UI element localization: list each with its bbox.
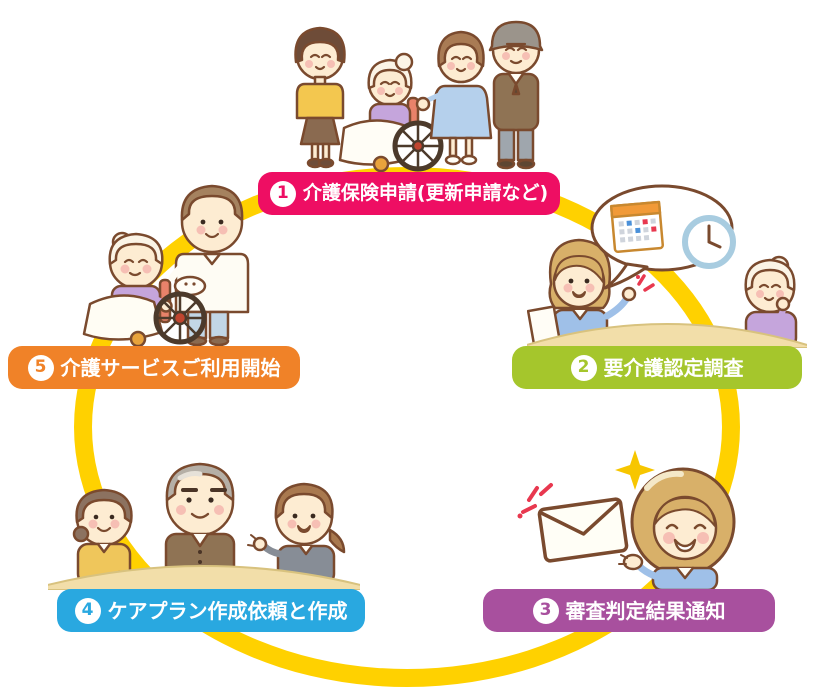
step4-banner: 4 ケアプラン作成依頼と作成: [57, 589, 365, 632]
illustration-step1-family-application: [278, 0, 548, 175]
step1-label: 介護保険申請(更新申請など): [302, 182, 549, 204]
step4-number-badge: 4: [74, 597, 101, 624]
step4-label: ケアプラン作成依頼と作成: [107, 598, 348, 623]
step5-banner: 5 介護サービスご利用開始: [8, 346, 300, 389]
step5-label: 介護サービスご利用開始: [60, 355, 281, 380]
step1-number-badge: 1: [269, 180, 296, 207]
illustration-step5-service-start: [60, 168, 312, 348]
step3-number-badge: 3: [532, 597, 559, 624]
envelope-icon: [537, 497, 629, 563]
illustration-step4-careplan-meeting: [48, 438, 360, 590]
step2-label: 要介護認定調査: [603, 355, 744, 380]
emphasis-marks-icon: [521, 483, 553, 514]
step1-banner: 1 介護保険申請(更新申請など): [258, 172, 560, 215]
sparkle-icon: [615, 450, 655, 490]
step3-banner: 3 審査判定結果通知: [483, 589, 775, 632]
step5-number-badge: 5: [27, 354, 54, 381]
step3-label: 審査判定結果通知: [565, 598, 726, 623]
illustration-step3-result-notification: [487, 440, 747, 590]
step2-banner: 2 要介護認定調査: [512, 346, 802, 389]
illustration-step2-assessment-interview: [527, 180, 807, 348]
step2-number-badge: 2: [570, 354, 597, 381]
